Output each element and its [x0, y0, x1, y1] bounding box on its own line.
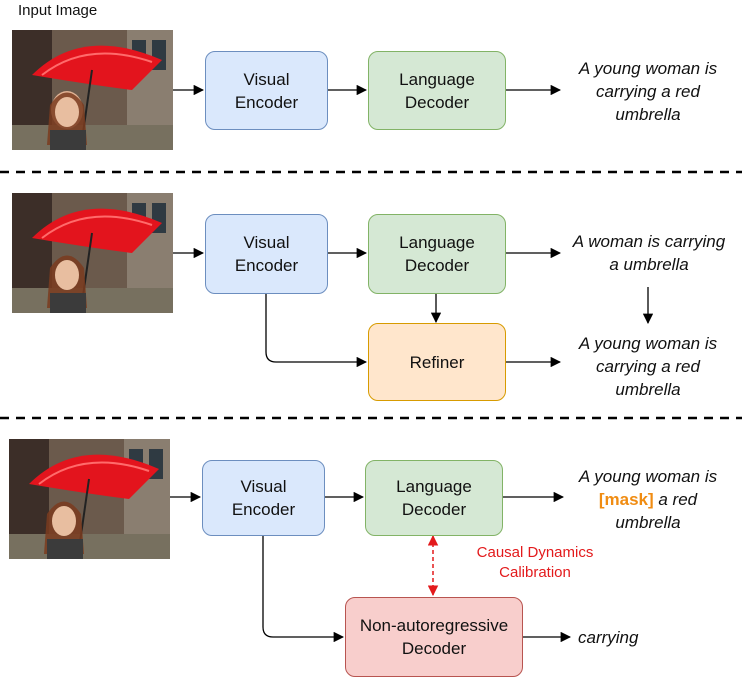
- input-photo-1: [12, 30, 173, 150]
- input-image-label: Input Image: [18, 2, 98, 19]
- refiner-box: Refiner: [368, 323, 506, 401]
- masked-caption: A young woman is [mask] a red umbrella: [578, 467, 718, 532]
- arrow-encoder3-to-nar: [262, 536, 345, 643]
- arrow-encoder2-to-refiner: [265, 294, 368, 368]
- input-photo-3: [9, 439, 170, 559]
- mask-token: [mask]: [598, 490, 654, 509]
- nar-output: carrying: [578, 628, 639, 647]
- input-photo-2: [12, 193, 173, 313]
